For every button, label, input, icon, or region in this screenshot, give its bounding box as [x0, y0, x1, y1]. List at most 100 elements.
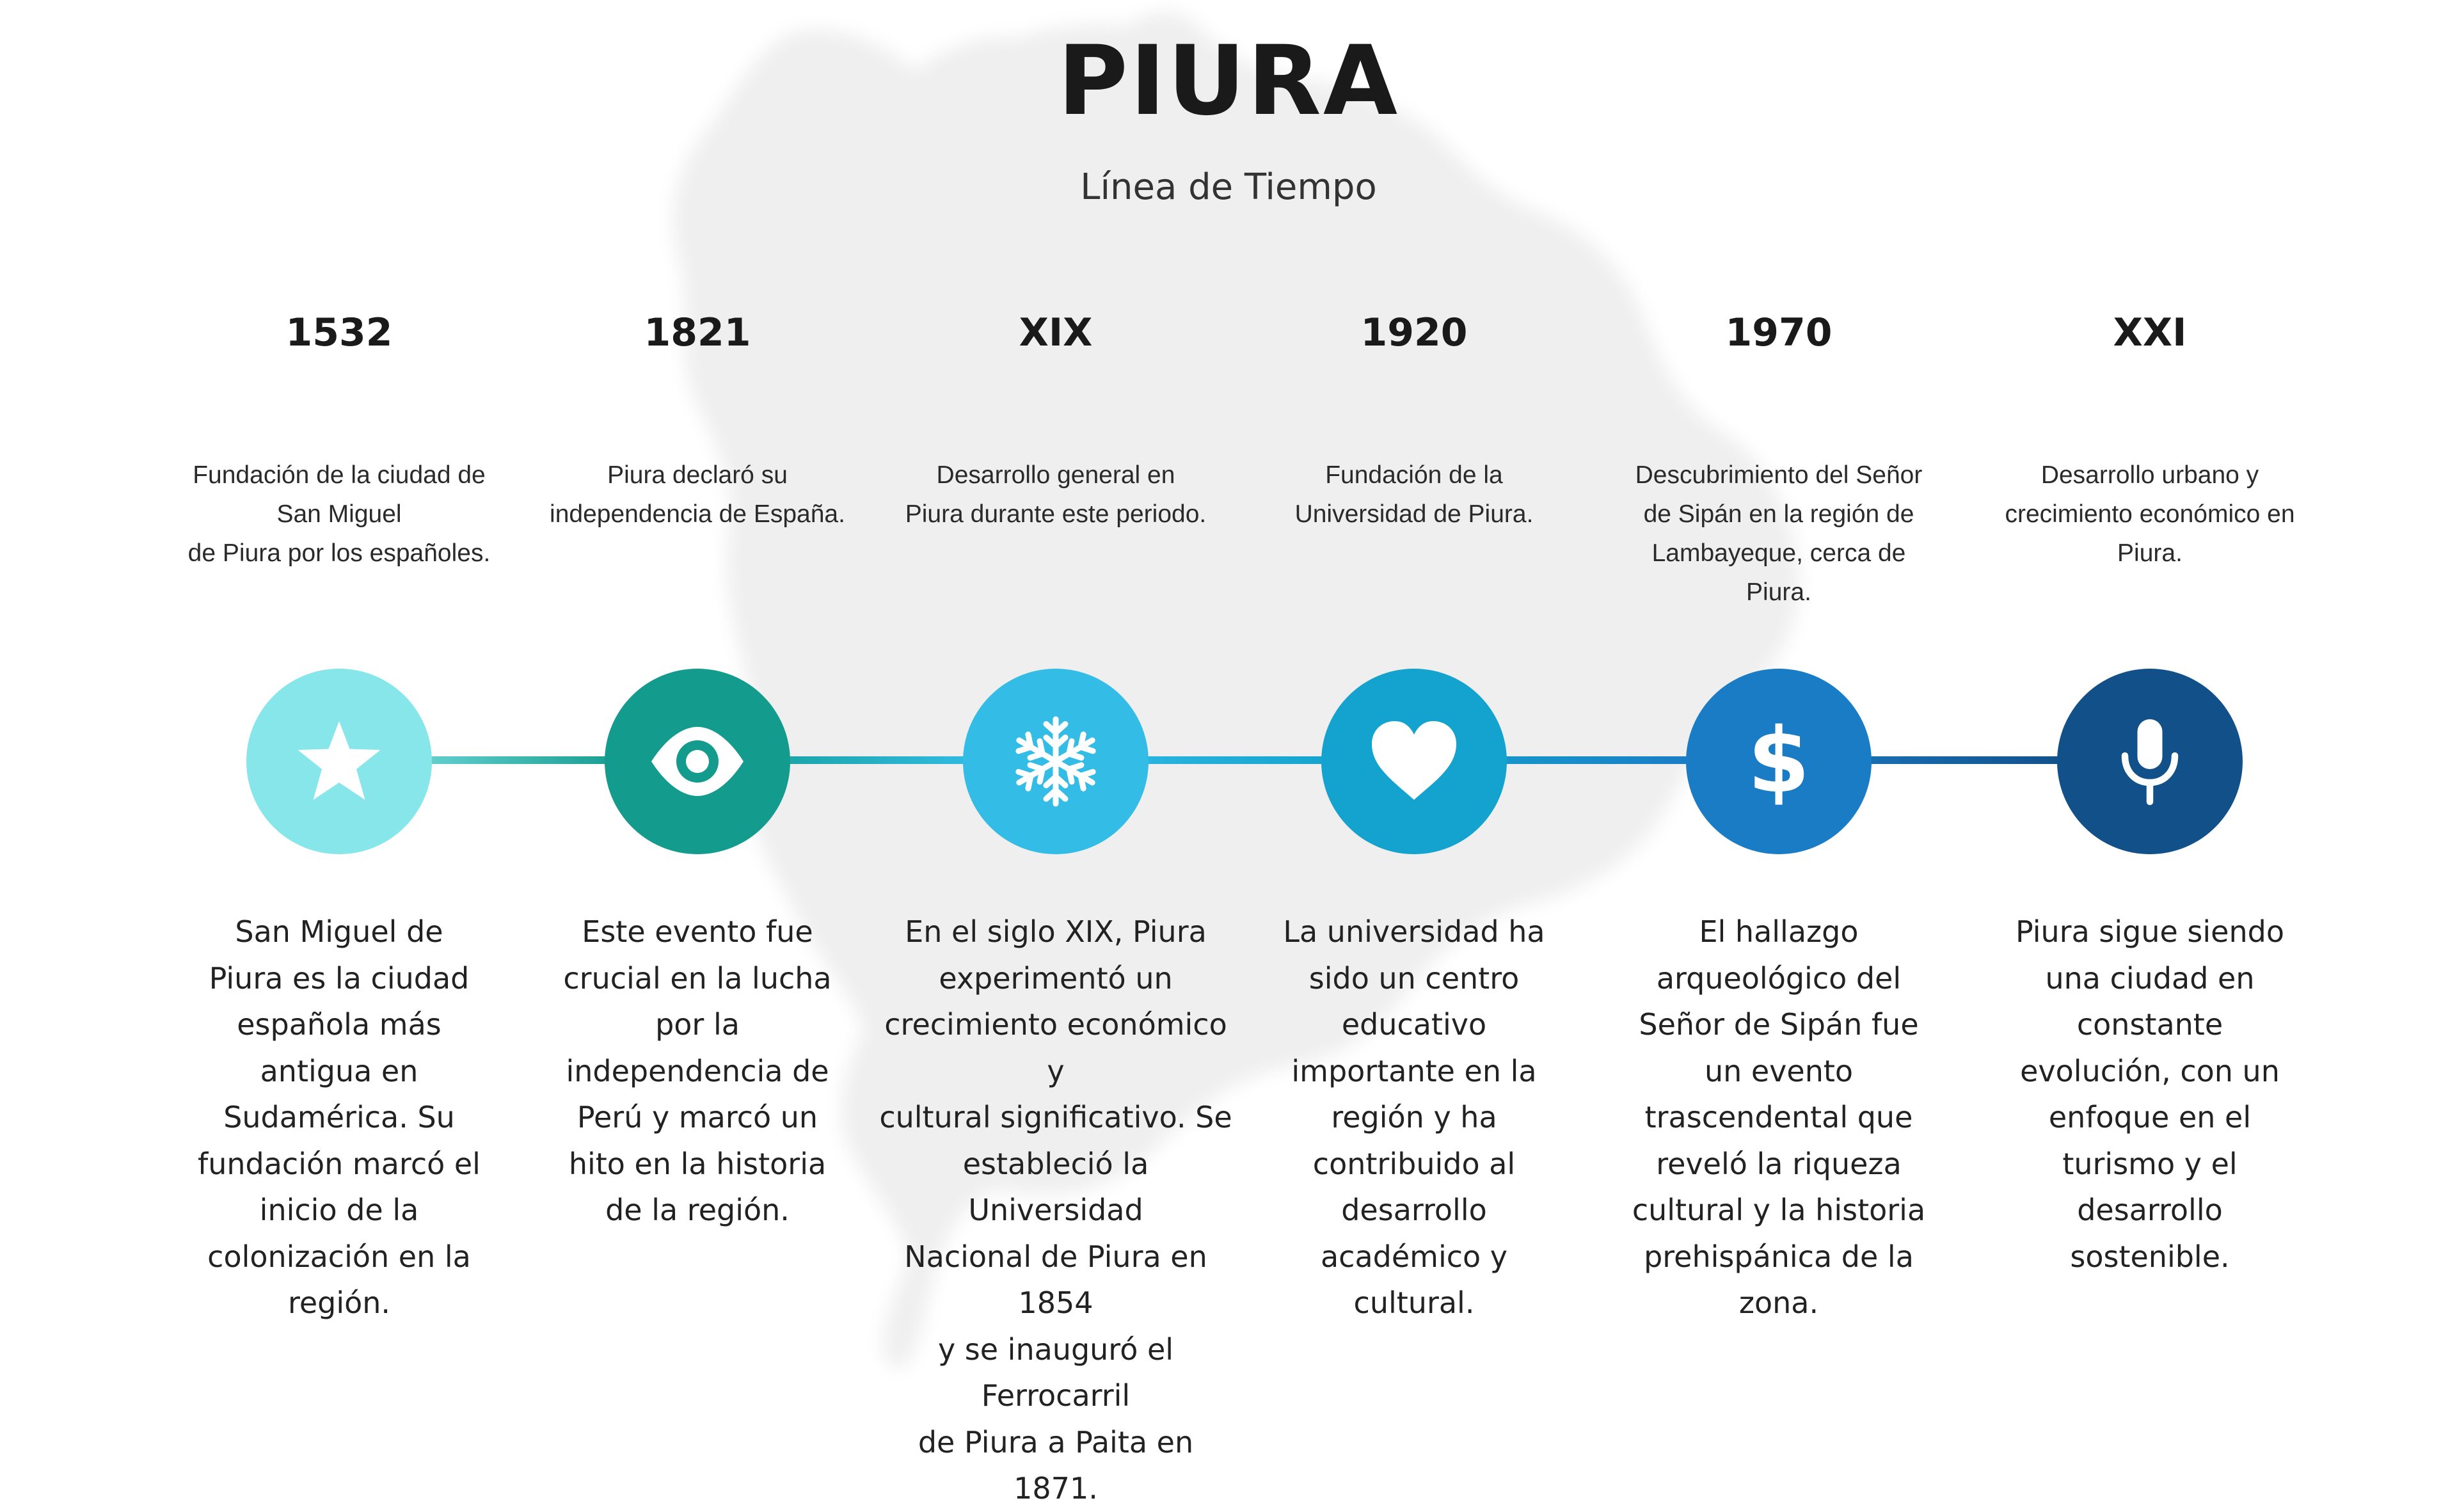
- summary-line: Piura.: [1746, 578, 1811, 606]
- detail-line: cultural significativo. Se: [879, 1100, 1232, 1134]
- summary-line: de Sipán en la región de: [1643, 500, 1914, 528]
- event-detail: La universidad ha sido un centro educati…: [1235, 909, 1593, 1326]
- detail-line: educativo: [1341, 1007, 1487, 1042]
- event-summary: Desarrollo urbano y crecimiento económic…: [1971, 456, 2329, 573]
- event-detail: Este evento fue crucial en la lucha por …: [518, 909, 877, 1234]
- event-year: 1920: [1360, 310, 1468, 355]
- summary-line: independencia de España.: [550, 500, 845, 528]
- detail-line: desarrollo: [1341, 1193, 1487, 1227]
- event-year: 1970: [1725, 310, 1833, 355]
- detail-line: El hallazgo: [1699, 914, 1859, 949]
- microphone-icon: [2121, 719, 2179, 806]
- timeline-event-1970: 1970 Descubrimiento del Señor de Sipán e…: [1600, 0, 1958, 1382]
- detail-line: prehispánica de la: [1644, 1239, 1914, 1274]
- detail-line: Señor de Sipán fue: [1639, 1007, 1919, 1042]
- summary-line: Universidad de Piura.: [1294, 500, 1534, 528]
- timeline-event-1920: 1920 Fundación de la Universidad de Piur…: [1235, 0, 1593, 1382]
- event-summary: Desarrollo general en Piura durante este…: [877, 456, 1235, 534]
- detail-line: Nacional de Piura en 1854: [904, 1239, 1207, 1321]
- event-year: 1532: [285, 310, 393, 355]
- detail-line: En el siglo XIX, Piura: [905, 914, 1207, 949]
- detail-line: La universidad ha: [1283, 914, 1545, 949]
- event-summary: Fundación de la Universidad de Piura.: [1235, 456, 1593, 534]
- detail-line: colonización en la: [207, 1239, 471, 1274]
- detail-line: región.: [287, 1285, 391, 1320]
- detail-line: un evento: [1704, 1053, 1854, 1088]
- detail-line: importante en la: [1291, 1053, 1537, 1088]
- detail-line: Piura es la ciudad: [209, 960, 470, 996]
- detail-line: experimentó un: [939, 960, 1173, 996]
- detail-line: trascendental que: [1644, 1100, 1913, 1134]
- heart-icon: [1372, 721, 1456, 800]
- summary-line: crecimiento económico en: [2005, 500, 2295, 528]
- summary-line: San Miguel: [276, 500, 402, 528]
- detail-line: española más: [237, 1007, 441, 1042]
- detail-line: sostenible.: [2070, 1239, 2230, 1274]
- detail-line: desarrollo: [2077, 1193, 2223, 1227]
- detail-line: por la: [655, 1007, 740, 1042]
- detail-line: académico y: [1320, 1239, 1508, 1274]
- event-icon-circle: [963, 669, 1149, 854]
- timeline-event-1821: 1821 Piura declaró su independencia de E…: [518, 0, 877, 1382]
- event-detail: El hallazgo arqueológico del Señor de Si…: [1600, 909, 1958, 1326]
- event-year: XIX: [1019, 310, 1093, 355]
- event-detail: En el siglo XIX, Piura experimentó un cr…: [877, 909, 1235, 1512]
- detail-line: San Miguel de: [235, 914, 443, 949]
- detail-line: hito en la historia: [568, 1146, 827, 1181]
- summary-line: Piura durante este periodo.: [905, 500, 1207, 528]
- detail-line: una ciudad en: [2045, 960, 2255, 996]
- dollar-icon: $: [1747, 709, 1810, 813]
- event-summary: Piura declaró su independencia de España…: [518, 456, 877, 534]
- detail-line: fundación marcó el: [198, 1146, 481, 1181]
- summary-line: de Piura por los españoles.: [187, 539, 491, 567]
- detail-line: reveló la riqueza: [1656, 1146, 1902, 1181]
- detail-line: de la región.: [605, 1193, 790, 1227]
- summary-line: Fundación de la ciudad de: [193, 461, 486, 489]
- detail-line: arqueológico del: [1656, 960, 1902, 996]
- detail-line: enfoque en el: [2048, 1100, 2252, 1134]
- event-icon-circle: $: [1686, 669, 1872, 854]
- detail-line: de Piura a Paita en 1871.: [918, 1424, 1194, 1506]
- event-icon-circle: [1321, 669, 1507, 854]
- detail-line: Perú y marcó un: [576, 1100, 818, 1134]
- page-title: PIURA: [1057, 26, 1400, 137]
- detail-line: independencia de: [566, 1053, 829, 1088]
- summary-line: Descubrimiento del Señor: [1635, 461, 1923, 489]
- snowflake-icon: [1008, 716, 1104, 809]
- detail-line: Este evento fue: [582, 914, 813, 949]
- detail-line: constante: [2076, 1007, 2223, 1042]
- detail-line: contribuido al: [1312, 1146, 1516, 1181]
- event-icon-circle: [246, 669, 432, 854]
- detail-line: crucial en la lucha: [563, 960, 832, 996]
- event-year: 1821: [644, 310, 751, 355]
- event-detail: Piura sigue siendo una ciudad en constan…: [1971, 909, 2329, 1280]
- summary-line: Desarrollo urbano y: [2040, 461, 2259, 489]
- detail-line: cultural.: [1353, 1285, 1475, 1320]
- summary-line: Fundación de la: [1325, 461, 1503, 489]
- summary-line: Lambayeque, cerca de: [1651, 539, 1906, 567]
- timeline-event-xix: XIX Desarrollo general en Piura durante …: [877, 0, 1235, 1506]
- eye-icon: [651, 727, 743, 796]
- detail-line: región y ha: [1331, 1100, 1497, 1134]
- event-summary: Descubrimiento del Señor de Sipán en la …: [1600, 456, 1958, 612]
- event-year: XXI: [2113, 310, 2187, 355]
- detail-line: evolución, con un: [2020, 1053, 2280, 1088]
- timeline-page: PIURA Línea de Tiempo 1532 Fundación de …: [160, 0, 2329, 1506]
- summary-line: Desarrollo general en: [936, 461, 1175, 489]
- piura-map-silhouette: [673, 12, 1799, 1369]
- timeline-event-1532: 1532 Fundación de la ciudad de San Migue…: [160, 0, 518, 1382]
- detail-line: turismo y el: [2062, 1146, 2238, 1181]
- detail-line: sido un centro: [1308, 960, 1520, 996]
- summary-line: Piura declaró su: [607, 461, 788, 489]
- detail-line: Piura sigue siendo: [2016, 914, 2284, 949]
- page-subtitle: Línea de Tiempo: [1080, 166, 1377, 208]
- event-summary: Fundación de la ciudad de San Miguel de …: [160, 456, 518, 573]
- detail-line: inicio de la: [259, 1193, 419, 1227]
- summary-line: Piura.: [2117, 539, 2183, 567]
- event-icon-circle: [2057, 669, 2243, 854]
- star-icon: [298, 721, 381, 800]
- timeline-event-xxi: XXI Desarrollo urbano y crecimiento econ…: [1971, 0, 2329, 1382]
- event-icon-circle: [605, 669, 790, 854]
- detail-line: zona.: [1738, 1285, 1819, 1320]
- detail-line: cultural y la historia: [1632, 1193, 1926, 1227]
